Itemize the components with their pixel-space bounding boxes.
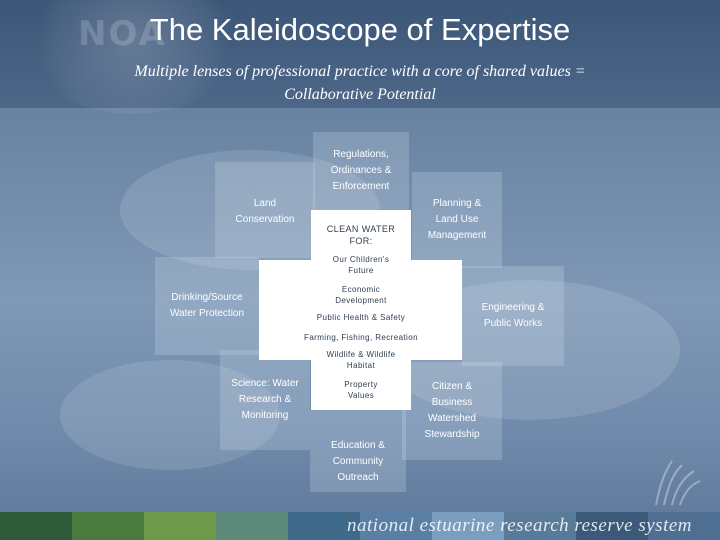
lens-citizen-line: Business xyxy=(431,397,473,408)
footer-color-band xyxy=(0,512,720,540)
footer-stripe xyxy=(504,512,576,540)
lens-education-line: Outreach xyxy=(337,472,379,483)
lens-education-line: Community xyxy=(332,456,384,467)
core-property-line: Property xyxy=(344,380,378,389)
lens-citizen-line: Citizen & xyxy=(431,381,472,392)
core-wildlife-line: Habitat xyxy=(346,361,376,370)
footer-stripe xyxy=(360,512,432,540)
lens-science-line: Research & xyxy=(238,394,292,405)
core-property: Property Values xyxy=(311,379,411,401)
lens-citizen-line: Stewardship xyxy=(424,429,480,440)
header-band: NOA The Kaleidoscope of Expertise Multip… xyxy=(0,0,720,114)
lens-land-conservation-line: Land xyxy=(253,198,277,209)
lens-planning-line: Management xyxy=(427,230,487,241)
lens-engineering-line: Engineering & xyxy=(481,302,545,313)
noaa-seal-lettering: NOA xyxy=(78,14,167,54)
lens-planning: Planning & Land Use Management xyxy=(412,172,502,268)
lens-citizen: Citizen & Business Watershed Stewardship xyxy=(402,362,502,460)
lens-science: Science: Water Research & Monitoring xyxy=(220,350,310,450)
core-children: Our Children's Future xyxy=(311,254,411,276)
lens-engineering-line: Public Works xyxy=(483,318,543,329)
lens-regulations-line: Enforcement xyxy=(332,181,390,192)
page-subtitle: Multiple lenses of professional practice… xyxy=(70,60,650,106)
core-property-line: Values xyxy=(347,391,375,400)
lens-education-line: Education & xyxy=(331,440,385,451)
lens-science-line: Monitoring xyxy=(241,410,289,421)
page-title: The Kaleidoscope of Expertise xyxy=(149,12,571,47)
lens-drinking-water: Drinking/Source Water Protection xyxy=(155,257,259,355)
core-heading-panel xyxy=(311,210,411,260)
lens-land-conservation-line: Conservation xyxy=(235,214,295,225)
core-heading-line: FOR: xyxy=(349,236,373,246)
core-children-line: Our Children's xyxy=(332,255,390,264)
core-heading-line: CLEAN WATER xyxy=(326,224,396,234)
footer-stripe xyxy=(72,512,144,540)
lens-planning-line: Planning & xyxy=(432,198,482,209)
core-economic-line: Economic xyxy=(341,285,381,294)
lens-regulations-line: Regulations, xyxy=(333,149,389,160)
lens-drinking-water-line: Water Protection xyxy=(169,308,245,319)
lens-science-line: Science: Water xyxy=(231,378,299,389)
footer-stripe xyxy=(0,512,72,540)
core-wildlife-line: Wildlife & Wildlife xyxy=(326,350,396,359)
core-bottom-panel xyxy=(311,360,411,410)
subtitle-line-1: Multiple lenses of professional practice… xyxy=(134,63,586,80)
core-economic-line: Development xyxy=(335,296,387,305)
footer-stripe xyxy=(432,512,504,540)
core-heading: CLEAN WATER FOR: xyxy=(311,223,411,247)
background-cloud xyxy=(60,360,280,470)
core-farming: Farming, Fishing, Recreation xyxy=(304,333,418,342)
core-children-line: Future xyxy=(348,266,374,275)
subtitle-line-2: Collaborative Potential xyxy=(284,86,436,103)
core-economic: Economic Development xyxy=(311,284,411,306)
lens-regulations-line: Ordinances & xyxy=(330,165,392,176)
core-wildlife: Wildlife & Wildlife Habitat xyxy=(311,349,411,371)
footer-stripe xyxy=(576,512,648,540)
footer-stripe xyxy=(144,512,216,540)
footer-stripe xyxy=(648,512,720,540)
lens-education: Education & Community Outreach xyxy=(310,410,406,492)
core-public-health: Public Health & Safety xyxy=(316,313,406,322)
lens-regulations: Regulations, Ordinances & Enforcement xyxy=(313,132,409,210)
footer-stripe xyxy=(216,512,288,540)
reserve-logo-icon xyxy=(655,460,701,506)
lens-engineering: Engineering & Public Works xyxy=(462,266,564,366)
lens-planning-line: Land Use xyxy=(435,214,479,225)
lens-land-conservation: Land Conservation xyxy=(215,162,315,258)
lens-citizen-line: Watershed xyxy=(428,413,476,424)
footer-organization-text: national estuarine research reserve syst… xyxy=(347,515,692,536)
lens-drinking-water-line: Drinking/Source xyxy=(171,292,243,303)
core-values-panel xyxy=(259,260,462,360)
footer-stripe xyxy=(288,512,360,540)
